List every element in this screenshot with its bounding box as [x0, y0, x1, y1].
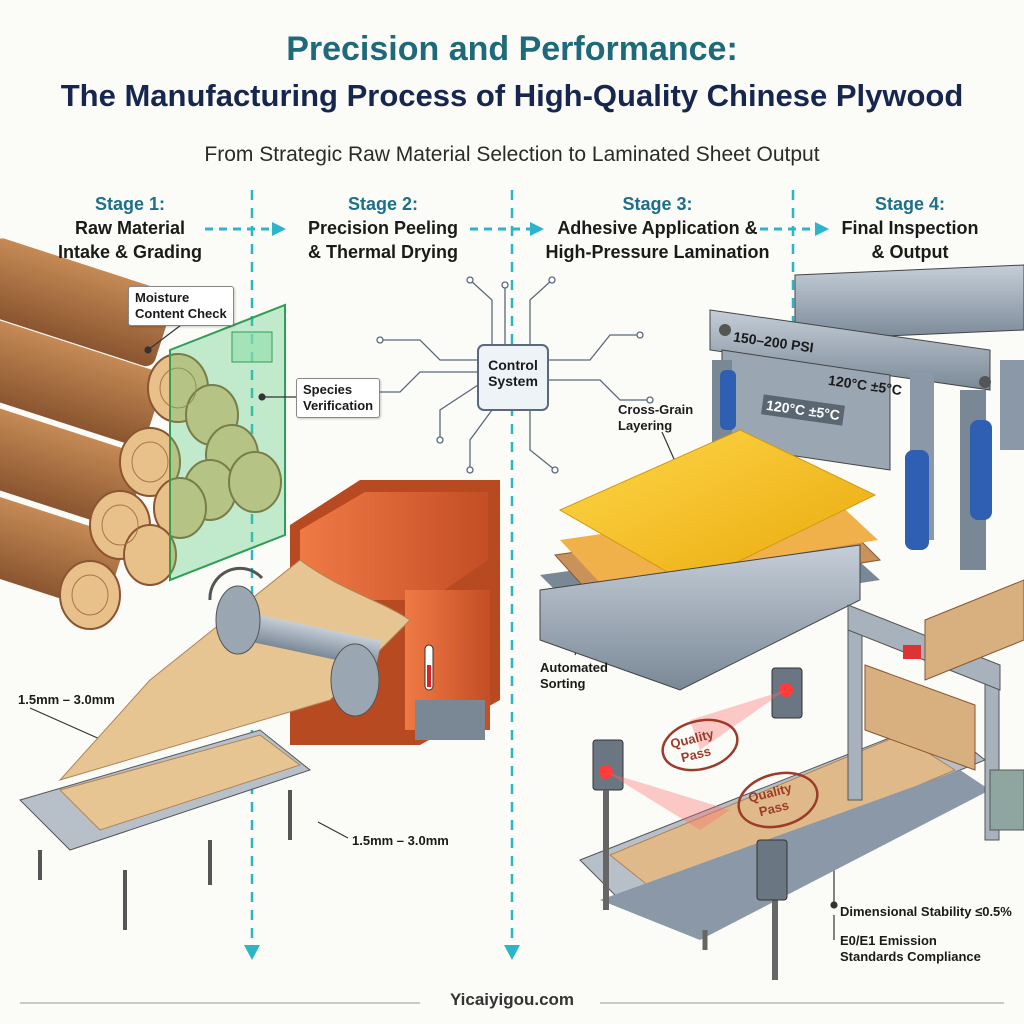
stage-4: Stage 4: Final Inspection & Output [825, 192, 995, 264]
emission-line2: Standards Compliance [840, 949, 981, 964]
control-system-box [477, 344, 549, 411]
laser-sensors [592, 667, 803, 910]
hydraulic-press [709, 264, 1024, 570]
dimensional-stability-label: Dimensional Stability ≤0.5% [840, 904, 1012, 919]
stage-1-number: Stage 1: [94, 194, 166, 214]
stage-2-line1: Precision Peeling [307, 218, 459, 238]
plywood-layers [539, 429, 882, 691]
stage-3: Stage 3: Adhesive Application & High-Pre… [540, 192, 775, 264]
log-stack [0, 238, 282, 630]
cross-grain-line2: Layering [618, 418, 673, 433]
moisture-line1: Moisture [135, 290, 190, 305]
stage-4-line1: Final Inspection [841, 218, 979, 238]
stage-2-number: Stage 2: [347, 194, 419, 214]
stage-arrowheads [272, 222, 829, 236]
species-line1: Species [303, 382, 353, 397]
stage-3-line1: Adhesive Application & [557, 218, 758, 238]
species-line2: Verification [303, 398, 374, 413]
moisture-line2: Content Check [135, 306, 227, 321]
subtitle: From Strategic Raw Material Selection to… [204, 143, 820, 166]
emission-standards-label: E0/E1 Emission Standards Compliance [840, 933, 981, 965]
control-system-label: Control System [478, 357, 548, 389]
thickness-label-a: 1.5mm – 3.0mm [18, 692, 115, 707]
footer-brand: Yicaiyigou.com [449, 990, 575, 1009]
conveyor-stage2 [19, 729, 312, 930]
title-line-1: Precision and Performance: [286, 30, 738, 68]
stage-2: Stage 2: Precision Peeling & Thermal Dry… [288, 192, 478, 264]
stage-2-line2: & Thermal Drying [307, 242, 459, 262]
output-gantry [847, 579, 1024, 841]
automated-sorting-label: Automated Sorting [540, 660, 608, 692]
moisture-check-label: Moisture Content Check [128, 286, 234, 326]
stage-1-line1: Raw Material [74, 218, 186, 238]
stage-3-line2: High-Pressure Lamination [545, 242, 770, 262]
veneer-sheet [58, 559, 411, 781]
emission-line1: E0/E1 Emission [840, 933, 937, 948]
divider-arrowheads [244, 945, 520, 960]
stage-4-number: Stage 4: [874, 194, 946, 214]
control-line2: System [488, 373, 538, 389]
stage-4-line2: & Output [871, 242, 949, 262]
control-line1: Control [488, 357, 538, 373]
quality-stamps [661, 718, 819, 829]
sorting-line2: Sorting [540, 676, 586, 691]
stage-1-line2: Intake & Grading [57, 242, 203, 262]
thickness-label-b: 1.5mm – 3.0mm [352, 833, 449, 848]
species-verification-label: Species Verification [296, 378, 381, 418]
sorting-line1: Automated [540, 660, 608, 675]
cross-grain-line1: Cross-Grain [618, 402, 694, 417]
peeling-roller [208, 566, 382, 717]
stage-1: Stage 1: Raw Material Intake & Grading [40, 192, 220, 264]
stage-3-number: Stage 3: [622, 194, 693, 214]
scanner-panel [169, 303, 286, 582]
cross-grain-label: Cross-Grain Layering [618, 402, 693, 434]
title-line-2: The Manufacturing Process of High-Qualit… [60, 78, 964, 113]
